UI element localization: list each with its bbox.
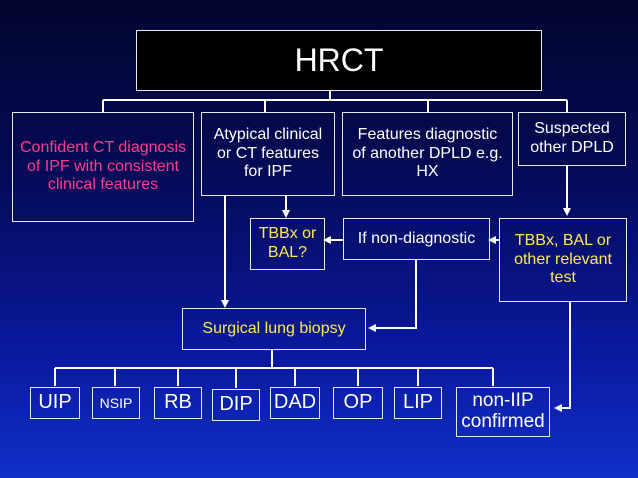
non-diagnostic-box: If non-diagnostic — [343, 218, 490, 260]
confident-ct-label: Confident CT diagnosis of IPF with consi… — [19, 138, 187, 194]
atypical-box: Atypical clinical or CT features for IPF — [201, 112, 335, 196]
outcome-dip-label: DIP — [219, 393, 253, 416]
hrct-box: HRCT — [136, 30, 542, 91]
outcome-dip-box: DIP — [212, 389, 260, 421]
outcome-non-iip-box: non-IIP confirmed — [456, 387, 550, 437]
nondiag-to-biopsy — [368, 260, 417, 332]
outcome-rb-label: RB — [164, 391, 192, 414]
tbbx-bal-label: TBBx or BAL? — [258, 225, 317, 261]
hrct-label: HRCT — [294, 41, 384, 78]
outcome-op-box: OP — [333, 387, 383, 419]
outcome-non-iip-label: non-IIP confirmed — [461, 390, 545, 432]
outcome-lip-label: LIP — [402, 391, 434, 414]
outcome-uip-box: UIP — [30, 387, 80, 419]
confident-ct-box: Confident CT diagnosis of IPF with consi… — [12, 112, 194, 222]
test-to-noniip — [554, 302, 571, 412]
surgical-biopsy-label: Surgical lung biopsy — [202, 319, 346, 337]
suspected-box: Suspected other DPLD — [518, 112, 626, 166]
tbbx-bal-other-label: TBBx, BAL or other relevant test — [514, 231, 612, 287]
tbbx-bal-other-box: TBBx, BAL or other relevant test — [499, 218, 627, 302]
outcome-nsip-box: NSIP — [92, 387, 140, 419]
surgical-biopsy-box: Surgical lung biopsy — [182, 308, 366, 350]
suspected-label: Suspected other DPLD — [530, 120, 614, 156]
outcome-uip-label: UIP — [38, 391, 72, 414]
outcome-nsip-label: NSIP — [99, 394, 133, 411]
outcome-rb-box: RB — [154, 387, 202, 419]
outcome-lip-box: LIP — [394, 387, 442, 419]
tbbx-bal-box: TBBx or BAL? — [250, 218, 325, 270]
outcome-dad-box: DAD — [270, 387, 320, 419]
features-diagnostic-label: Features diagnostic of another DPLD e.g.… — [352, 125, 503, 181]
outcome-dad-label: DAD — [273, 391, 317, 414]
atypical-label: Atypical clinical or CT features for IPF — [213, 125, 323, 181]
features-diagnostic-box: Features diagnostic of another DPLD e.g.… — [342, 112, 513, 196]
non-diagnostic-label: If non-diagnostic — [357, 229, 476, 247]
outcome-op-label: OP — [343, 391, 373, 414]
